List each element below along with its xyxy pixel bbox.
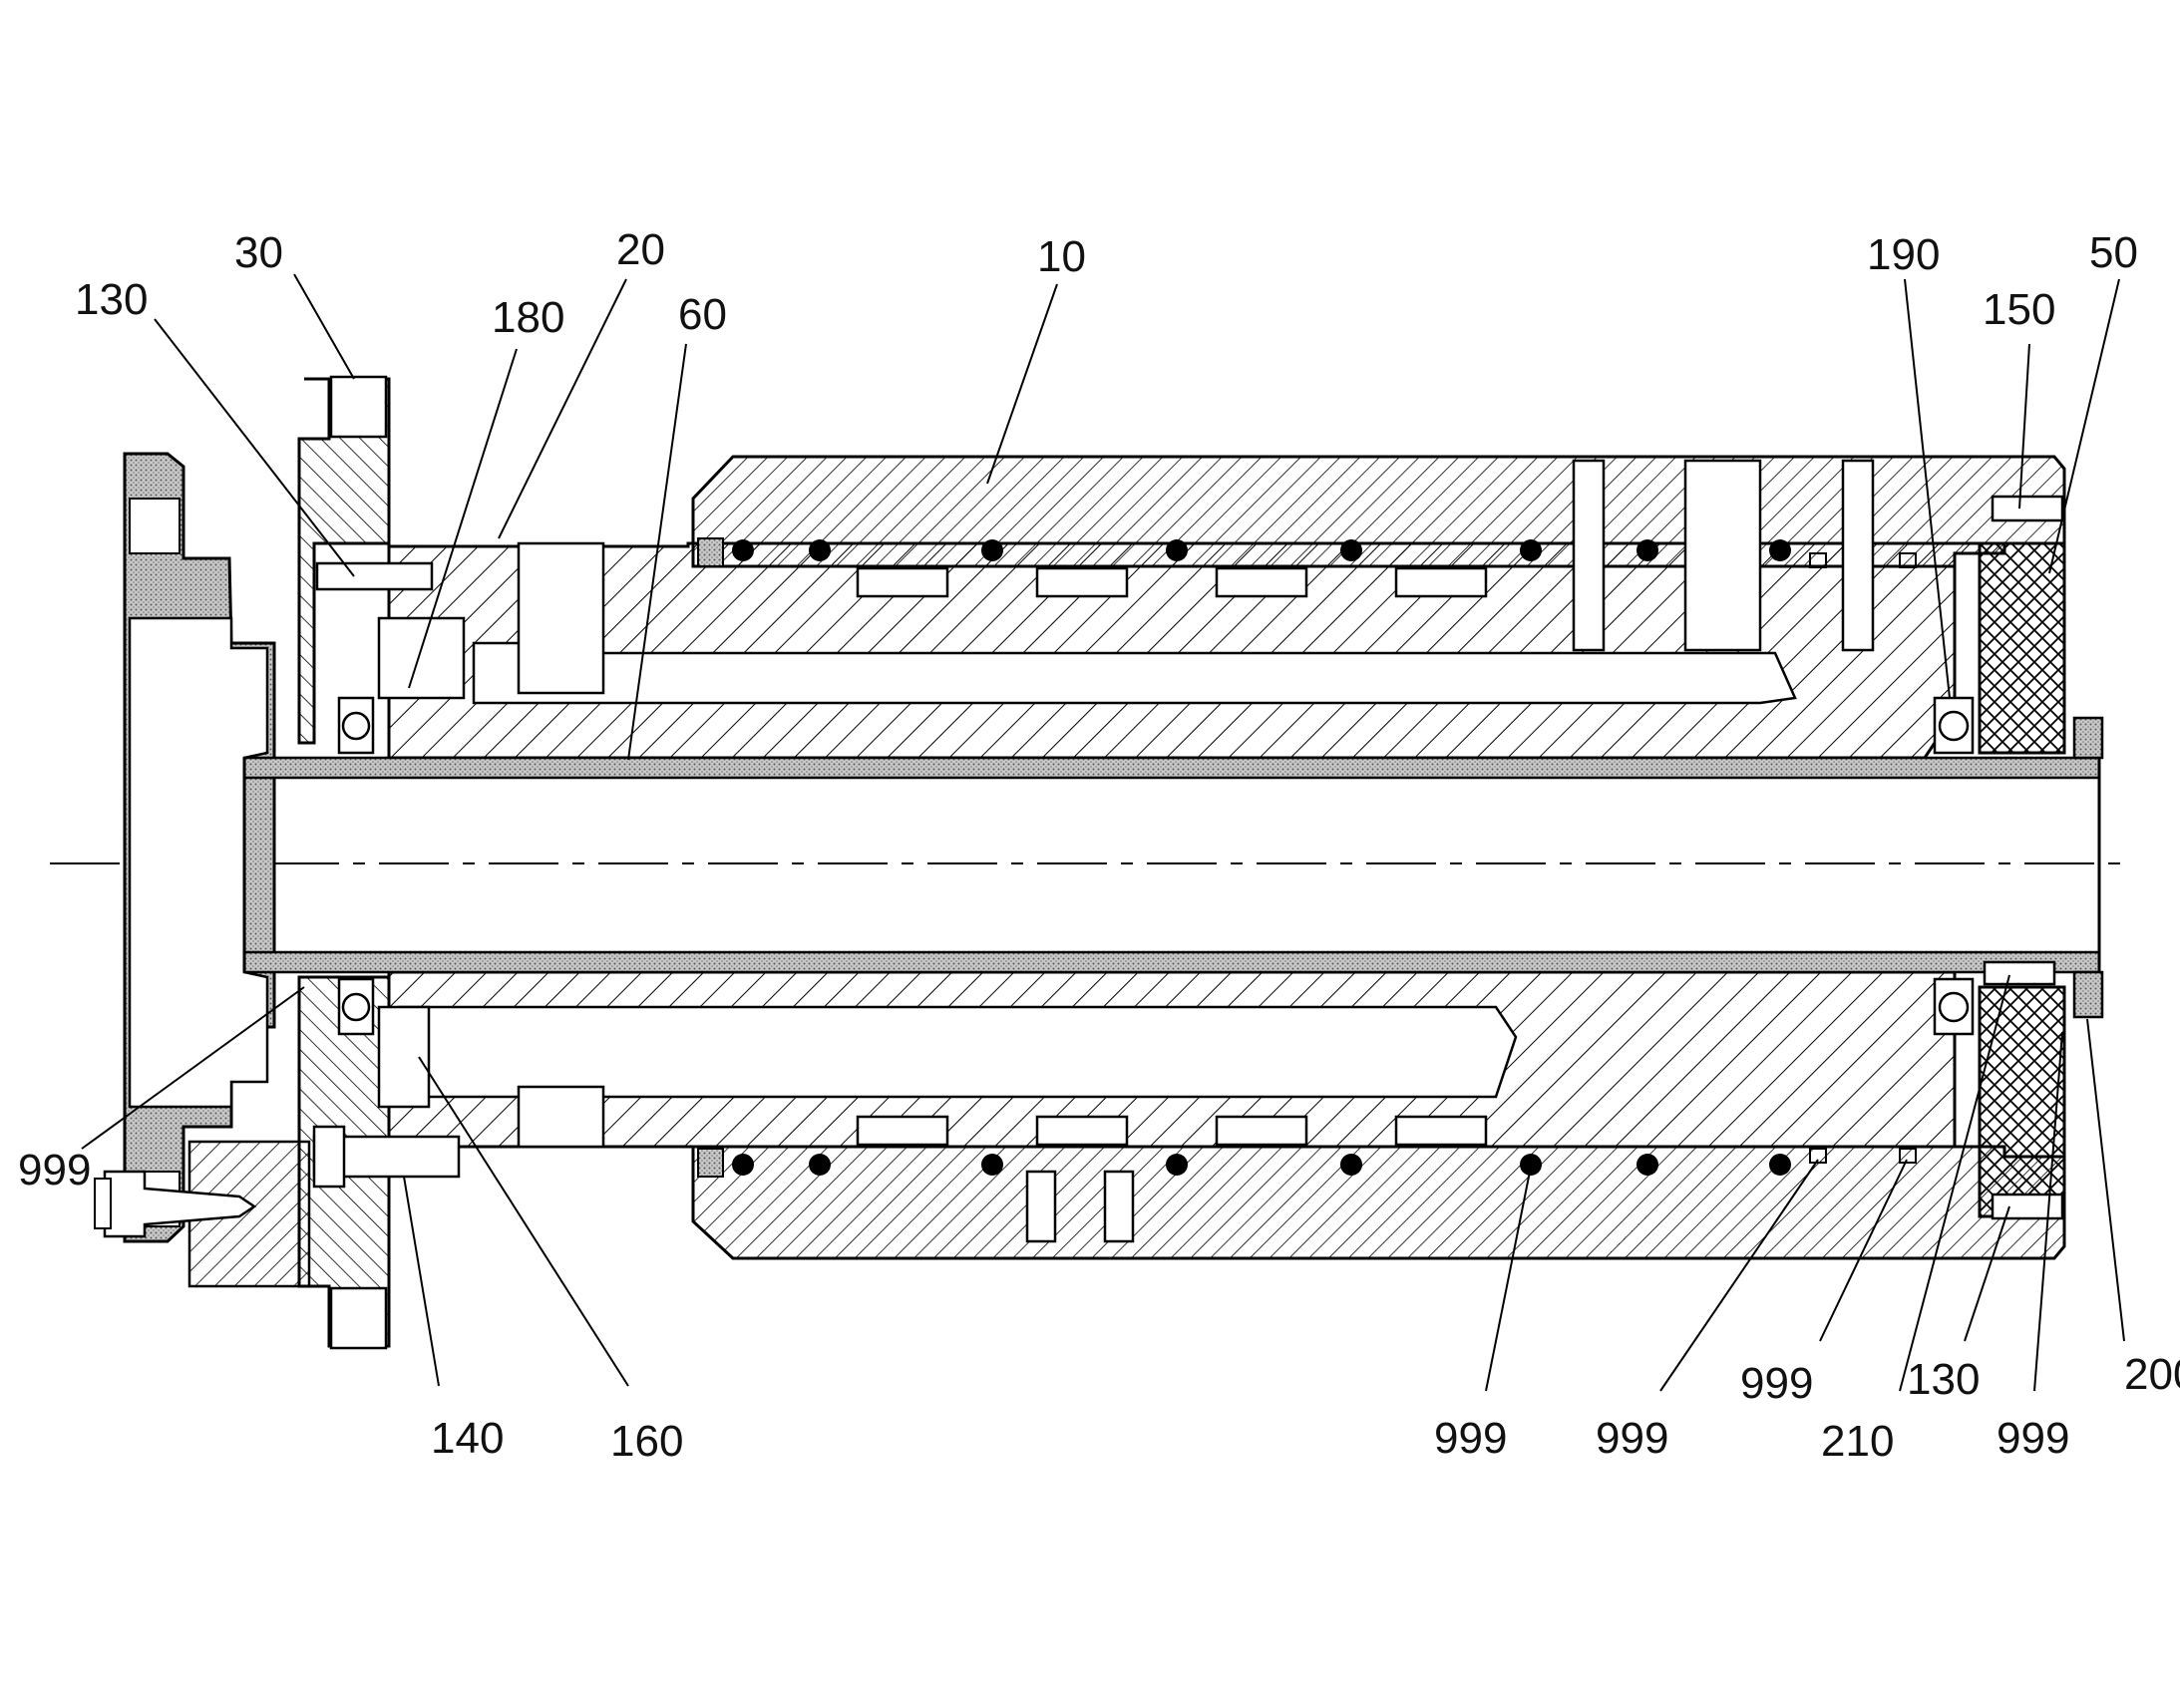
end-cap-200-lower	[2072, 970, 2104, 1019]
label-150: 150	[1983, 285, 2055, 334]
rotor-20-lower-bore	[397, 1005, 1518, 1099]
label-999-b3: 999	[1740, 1359, 1813, 1408]
housing-screw-l1	[1025, 1170, 1057, 1243]
label-999-b4: 999	[1997, 1414, 2069, 1463]
backup-rings	[1809, 552, 1917, 1164]
seal-ring-lower	[697, 1148, 724, 1178]
housing-groove-l1	[856, 1115, 949, 1147]
label-130-bottom: 130	[1907, 1355, 1980, 1404]
housing-groove-u4	[1394, 566, 1488, 598]
o-rings-lower	[732, 1154, 1791, 1176]
gear-tooth-bottom	[329, 1286, 388, 1350]
label-30: 30	[234, 228, 283, 277]
label-999-b1: 999	[1434, 1414, 1507, 1463]
bearing-190-upper	[1933, 696, 1975, 755]
label-999-b2: 999	[1596, 1414, 1668, 1463]
housing-groove-l2	[1035, 1115, 1129, 1147]
label-140: 140	[431, 1414, 504, 1463]
bearing-left-lower	[337, 977, 375, 1036]
label-20: 20	[616, 225, 665, 274]
plug-180	[377, 616, 466, 700]
pin-130-right	[1991, 1193, 2064, 1220]
end-block-50-upper	[1978, 541, 2066, 755]
label-60: 60	[678, 290, 727, 339]
flange-screw	[103, 1170, 257, 1238]
label-160: 160	[610, 1417, 683, 1466]
housing-port-u1	[1572, 459, 1606, 652]
label-210: 210	[1821, 1417, 1894, 1466]
bearing-190-lower	[1933, 977, 1975, 1036]
rotor-port-lower	[517, 1085, 605, 1149]
shaft-60-upper-wall	[242, 756, 2101, 780]
label-180: 180	[492, 293, 564, 342]
shaft-60-lower-wall	[242, 950, 2101, 974]
gear-ring-30	[297, 377, 391, 745]
label-10: 10	[1037, 232, 1086, 281]
housing-groove-l3	[1215, 1115, 1308, 1147]
label-190: 190	[1867, 230, 1940, 279]
label-50: 50	[2089, 228, 2138, 277]
housing-port-u2	[1683, 459, 1762, 652]
leader-lines	[81, 273, 2125, 1392]
end-cap-200-upper	[2072, 716, 2104, 760]
rotor-20-upper-bore	[472, 641, 1797, 705]
bearing-left-upper	[337, 696, 375, 755]
seal-ring-upper	[697, 537, 724, 567]
housing-port-u3	[1841, 459, 1875, 652]
flange-screw-head	[94, 1178, 112, 1229]
o-rings-upper	[732, 539, 1791, 561]
housing-screw-l2	[1103, 1170, 1135, 1243]
gear-tooth-top	[329, 375, 388, 439]
label-999-left: 999	[18, 1146, 91, 1195]
pin-150	[1991, 495, 2064, 522]
bushing-210	[1983, 960, 2056, 986]
rotor-20-upper	[387, 541, 2006, 760]
label-200: 200	[2124, 1350, 2180, 1399]
rotor-port-upper	[517, 541, 605, 695]
housing-10-lower	[691, 1145, 2066, 1260]
housing-groove-u3	[1215, 566, 1308, 598]
housing-groove-u1	[856, 566, 949, 598]
bolt-140-head	[312, 1125, 346, 1189]
pin-130-left	[315, 561, 434, 591]
label-130-top: 130	[75, 275, 148, 324]
shaft-60-bore	[243, 777, 2100, 953]
sleeve-160	[377, 1005, 431, 1109]
housing-groove-l4	[1394, 1115, 1488, 1147]
housing-groove-u2	[1035, 566, 1129, 598]
